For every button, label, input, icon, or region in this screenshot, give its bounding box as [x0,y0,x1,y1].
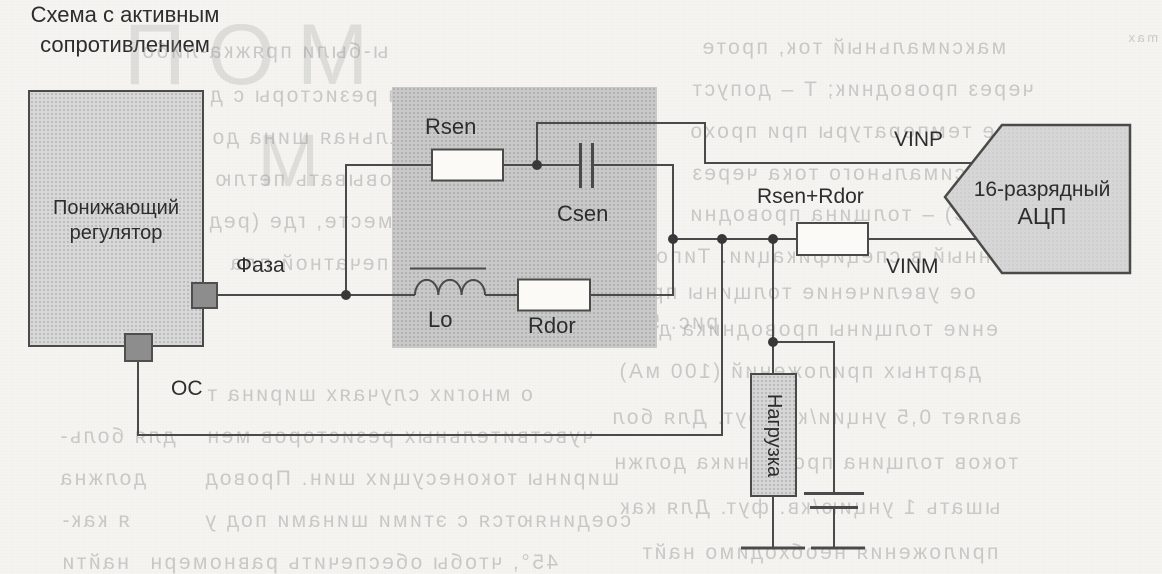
adc-label: 16-разрядный АЦП [957,177,1127,229]
bleed-text-line: авляет 0,5 унции/кв. фут. Для бол [610,406,1022,429]
bleed-text-line: дартных приложений (100 мА) [617,360,981,383]
bleed-text-line: шение температуры при прохо [688,120,1057,143]
vinm-label: VINM [886,255,939,278]
regulator-label: Понижающий регулятор [30,196,202,246]
rsen-label: Rsen [425,114,477,139]
regulator-label-line2: регулятор [69,222,163,244]
bleed-text-line: данный в спецификации. Типов [640,245,1020,268]
bleed-text-line: соединяются с этими шинами под у [203,509,631,532]
vinp-label: VINP [894,128,944,151]
bleed-text-line: 45°, чтобы обеспечить равномерн [148,551,559,574]
bleed-text-line: ышать 1 унцию/кв. фут. Для как [618,496,1001,519]
lo-label: Lo [428,307,453,332]
figure-title-line1: Схема с активным [30,2,220,27]
rdor-label: Rdor [528,313,576,338]
rsen-rdor-label: Rsen+Rdor [757,185,864,208]
bleed-text-line: через проводник; Т – допуст [690,78,1034,101]
bleed-text-line: ширины токонесущих шин. Провод [203,467,619,490]
adc-label-line1: 16-разрядный [973,178,1111,201]
regulator-label-line1: Понижающий [52,197,179,219]
bleed-text-line: max [1126,30,1159,45]
feedback-pin-label: ОС [171,377,203,400]
load-label: Нагрузка [763,393,785,477]
figure-title: Схема с активным сопротивлением [0,0,250,60]
bleed-text-line: ы-были пряжка-либо [140,40,389,63]
bleed-text-line: максимальный ток, проте [700,36,1007,59]
bleed-text-line: для боль- [58,425,176,448]
bleed-text-line: приложения необходимо найт [640,541,999,564]
bleed-text-line: найти [60,551,129,574]
adc-label-line2: АЦП [1017,203,1067,229]
csen-label: Csen [557,201,609,226]
bleed-text-line: о многих случаях ширина т [205,383,533,406]
figure-title-line2: сопротивлением [40,32,210,57]
bleed-text-line: я как- [60,509,130,532]
bleed-text-line: чувствительных резисторов мен [205,425,594,448]
load-box: Нагрузка [750,373,797,497]
bleed-text-line: ое увеличение толщины про [635,281,976,304]
bleed-text-line: должна [58,467,147,490]
phase-pin-label: Фаза [236,254,285,277]
bleed-text-line: ение толщины проводника для [628,318,998,341]
bleed-text-line: токов толщина проводника должн [612,451,1019,474]
